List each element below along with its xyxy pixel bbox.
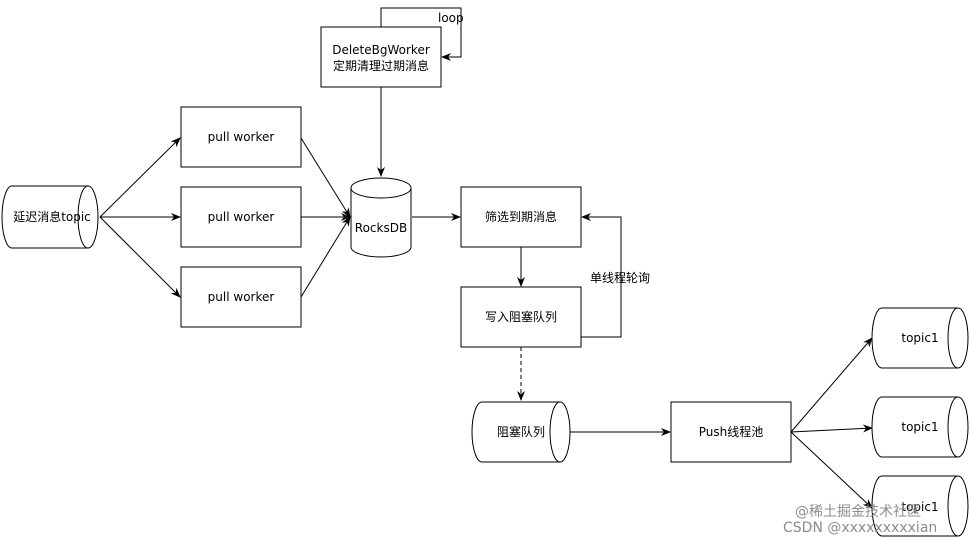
push-pool-label: Push线程池 <box>699 424 764 439</box>
delay-topic-label: 延迟消息topic <box>13 209 91 224</box>
node-rocksdb: RocksDB <box>350 177 412 258</box>
edge-pushpool-topic2 <box>790 424 873 433</box>
blocking-queue-label: 阻塞队列 <box>497 424 545 439</box>
node-pull-worker-1: pull worker <box>180 106 302 168</box>
node-topic-out-3: topic1 <box>871 475 969 537</box>
node-topic-out-2: topic1 <box>871 396 969 458</box>
loop-label: loop <box>438 11 464 25</box>
edge-poll-loop <box>581 213 622 338</box>
write-queue-label: 写入阻塞队列 <box>485 309 557 324</box>
edge-deleteworker-loop <box>380 7 462 61</box>
node-pull-worker-3: pull worker <box>180 266 302 328</box>
pull-worker-3-label: pull worker <box>208 290 275 304</box>
node-filter: 筛选到期消息 <box>460 186 582 248</box>
node-blocking-queue: 阻塞队列 <box>471 401 571 463</box>
topic-out-3-label: topic1 <box>901 500 938 514</box>
node-write-queue: 写入阻塞队列 <box>460 286 582 348</box>
rocksdb-label: RocksDB <box>355 221 407 235</box>
edge-worker3-rocksdb <box>300 216 351 298</box>
watermark-csdn: CSDN @xxxxxxxxxian <box>783 520 937 536</box>
topic-out-1-label: topic1 <box>901 331 938 345</box>
edge-topic-worker3 <box>99 216 181 298</box>
edge-topic-worker1 <box>99 137 181 218</box>
topic-out-2-label: topic1 <box>901 420 938 434</box>
delete-worker-desc: 定期清理过期消息 <box>333 58 429 73</box>
edge-worker1-rocksdb <box>300 137 351 218</box>
single-thread-poll-label: 单线程轮询 <box>590 270 650 285</box>
node-delete-bg-worker: DeleteBgWorker 定期清理过期消息 <box>320 26 442 88</box>
filter-label: 筛选到期消息 <box>485 209 557 224</box>
pull-worker-1-label: pull worker <box>208 130 275 144</box>
edges <box>99 7 873 509</box>
node-pull-worker-2: pull worker <box>180 186 302 248</box>
node-push-pool: Push线程池 <box>670 401 792 463</box>
watermark-juejin: @稀土掘金技术社区 <box>795 504 921 520</box>
pull-worker-2-label: pull worker <box>208 210 275 224</box>
delete-worker-title: DeleteBgWorker <box>332 43 430 57</box>
edge-pushpool-topic3 <box>790 431 873 509</box>
node-topic-out-1: topic1 <box>871 307 969 369</box>
edge-pushpool-topic1 <box>790 337 873 433</box>
node-delay-topic: 延迟消息topic <box>1 185 99 249</box>
